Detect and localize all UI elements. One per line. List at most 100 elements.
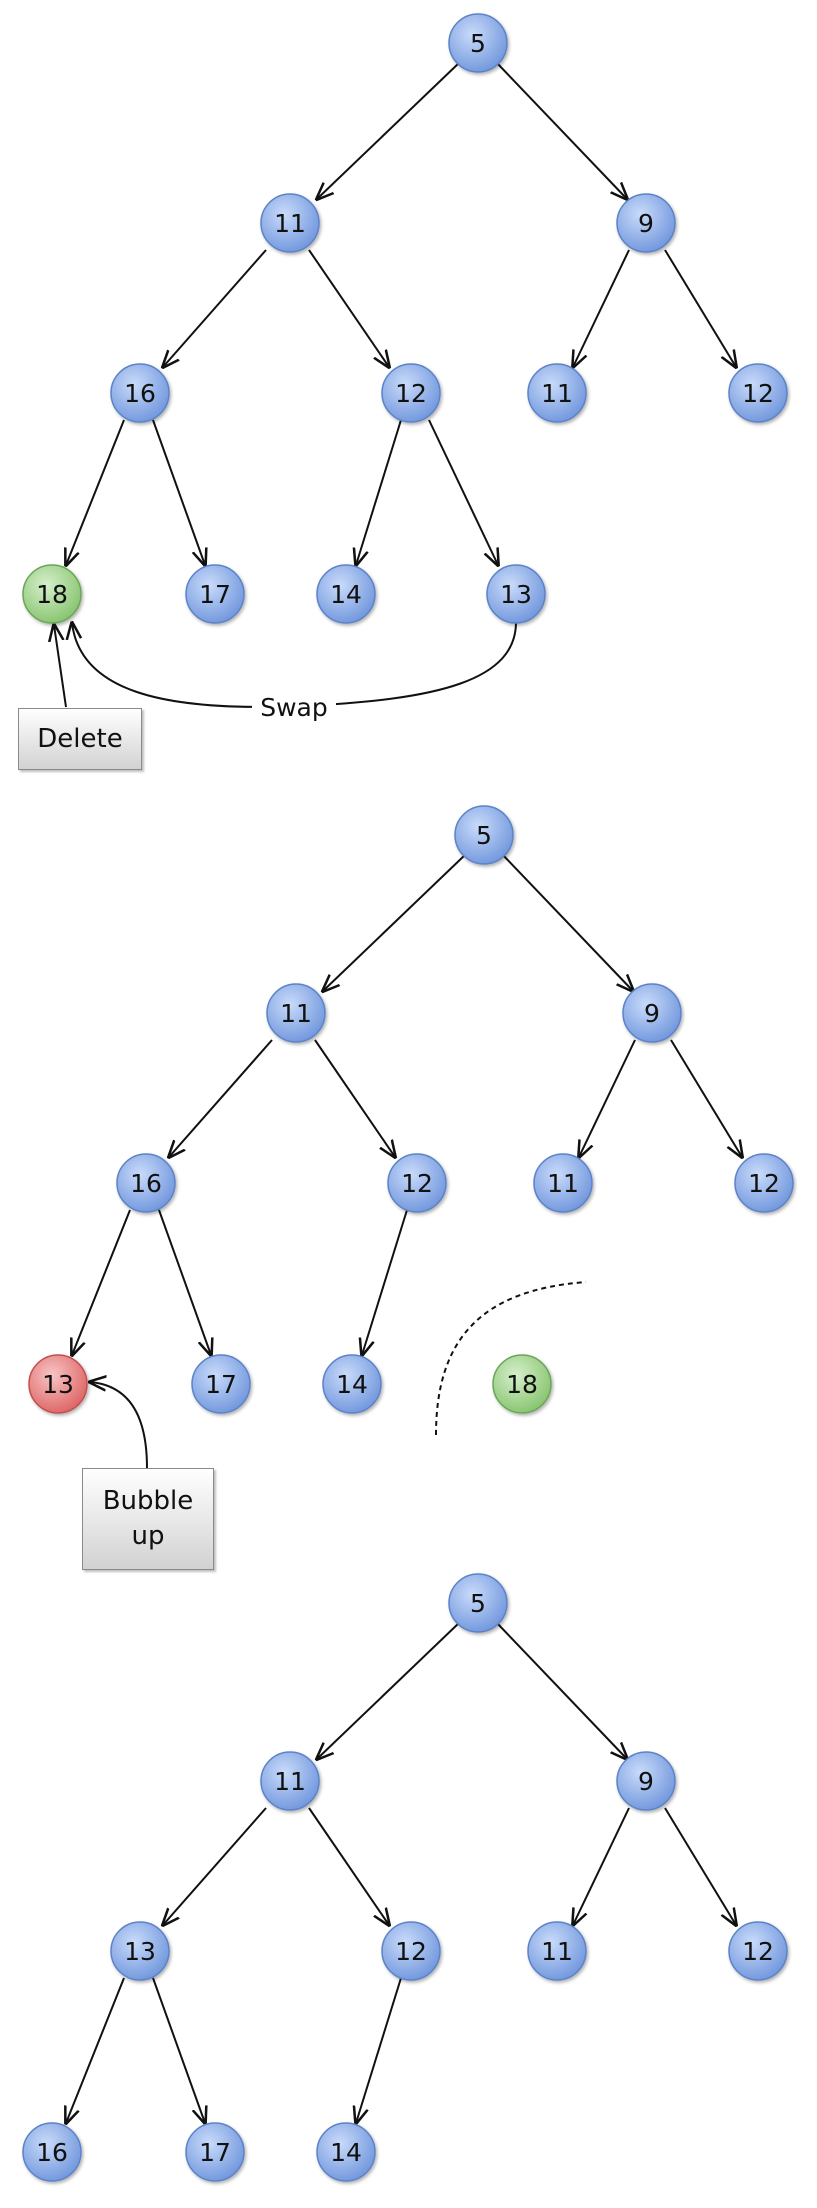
edge (362, 1209, 408, 1355)
node: 14 (316, 2122, 376, 2182)
node-value: 14 (330, 580, 362, 609)
panel-3-edges (66, 1621, 736, 2123)
node: 9 (622, 983, 682, 1043)
node-removed: 18 (22, 564, 82, 624)
node-value: 11 (541, 1937, 573, 1966)
edge (428, 419, 498, 565)
node: 12 (728, 1921, 788, 1981)
node: 11 (527, 1921, 587, 1981)
edge (356, 1977, 402, 2123)
node-value: 18 (36, 580, 68, 609)
edge (163, 249, 267, 367)
node-value: 13 (124, 1937, 156, 1966)
node: 13 (110, 1921, 170, 1981)
edge (495, 61, 627, 199)
edge (573, 249, 630, 367)
edge (664, 249, 736, 367)
node-value: 9 (638, 1767, 654, 1796)
bubble-up-label-box: Bubble up (82, 1468, 214, 1570)
detached-dashed-arc (435, 1281, 587, 1436)
edge (579, 1039, 636, 1157)
node-value: 5 (470, 29, 486, 58)
panel-3-heap: 5 11 9 13 12 11 12 16 (22, 1573, 788, 2182)
edge (323, 853, 467, 991)
node: 9 (616, 1751, 676, 1811)
node: 11 (527, 363, 587, 423)
node-value: 9 (638, 209, 654, 238)
edge (72, 1209, 131, 1355)
node: 17 (191, 1354, 251, 1414)
edge (152, 1977, 205, 2123)
bubble-up-arrow (90, 1382, 148, 1469)
node-value: 11 (274, 1767, 306, 1796)
edge (158, 1209, 211, 1355)
node-value: 9 (644, 999, 660, 1028)
node: 16 (22, 2122, 82, 2182)
delete-arrow (54, 625, 67, 708)
node-value: 13 (42, 1370, 74, 1399)
node: 17 (185, 2122, 245, 2182)
edge (664, 1807, 736, 1925)
edge (495, 1621, 627, 1759)
node: 11 (260, 193, 320, 253)
node: 13 (486, 564, 546, 624)
edge (670, 1039, 742, 1157)
node-bubbling: 13 (28, 1354, 88, 1414)
edge (573, 1807, 630, 1925)
node-value: 17 (205, 1370, 237, 1399)
edge (308, 1807, 389, 1925)
node-value: 11 (274, 209, 306, 238)
edge (317, 61, 461, 199)
node: 12 (381, 1921, 441, 1981)
node: 11 (266, 983, 326, 1043)
swap-label-bg (252, 688, 336, 720)
node: 12 (381, 363, 441, 423)
node: 12 (387, 1153, 447, 1213)
edge (501, 853, 633, 991)
node: 16 (116, 1153, 176, 1213)
edge (317, 1621, 461, 1759)
node-value: 13 (500, 580, 532, 609)
panel-1-heap: 5 11 9 16 12 11 12 18 (22, 13, 788, 722)
node: 5 (448, 1573, 508, 1633)
node-value: 17 (199, 580, 231, 609)
node: 17 (185, 564, 245, 624)
edge (152, 419, 205, 565)
node-value: 18 (506, 1370, 538, 1399)
edge (308, 249, 389, 367)
node-value: 17 (199, 2138, 231, 2167)
edge (356, 419, 402, 565)
node: 14 (316, 564, 376, 624)
node-value: 11 (547, 1169, 579, 1198)
delete-label-box: Delete (18, 708, 142, 770)
node-value: 5 (476, 821, 492, 850)
edge (169, 1039, 273, 1157)
node-value: 14 (330, 2138, 362, 2167)
node-value: 11 (541, 379, 573, 408)
bubble-up-label: Bubble up (102, 1485, 194, 1551)
panel-2-heap: 5 11 9 16 12 11 12 13 (28, 805, 794, 1469)
node-value: 16 (36, 2138, 68, 2167)
node-value: 12 (401, 1169, 433, 1198)
edge (163, 1807, 267, 1925)
node-value: 12 (748, 1169, 780, 1198)
swap-label: Swap (260, 693, 328, 722)
node: 12 (728, 363, 788, 423)
node-detached: 18 (492, 1354, 552, 1414)
node-value: 11 (280, 999, 312, 1028)
node: 9 (616, 193, 676, 253)
panel-2-edges (72, 853, 742, 1469)
node-value: 5 (470, 1589, 486, 1618)
edge (66, 419, 125, 565)
node-value: 12 (742, 379, 774, 408)
panel-1-edges (54, 61, 736, 708)
node: 12 (734, 1153, 794, 1213)
node-value: 12 (395, 379, 427, 408)
node-value: 14 (336, 1370, 368, 1399)
node: 14 (322, 1354, 382, 1414)
node: 11 (533, 1153, 593, 1213)
node-value: 16 (124, 379, 156, 408)
edge (314, 1039, 395, 1157)
node-value: 16 (130, 1169, 162, 1198)
